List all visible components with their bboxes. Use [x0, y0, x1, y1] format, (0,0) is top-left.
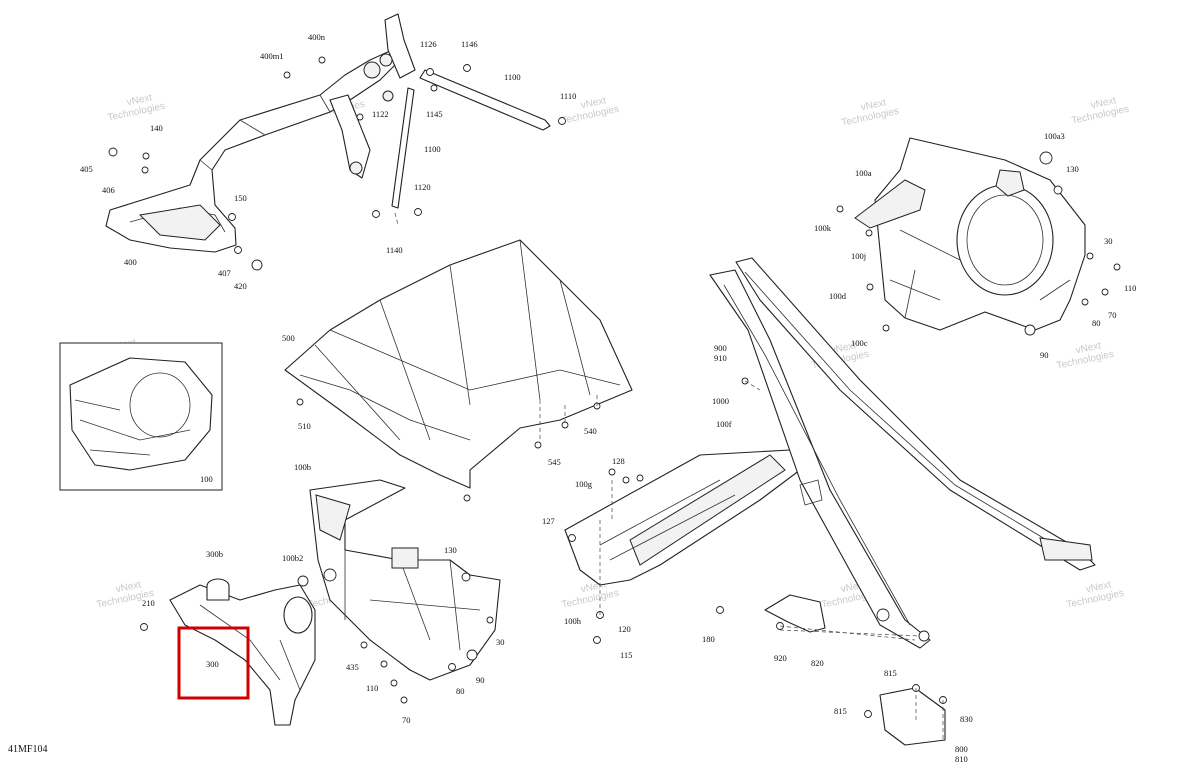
callout-830: 830	[960, 714, 973, 724]
callout-540: 540	[584, 426, 597, 436]
callout-405: 405	[80, 164, 93, 174]
callout-815: 815	[834, 706, 847, 716]
callout-1110: 1110	[560, 91, 576, 101]
callout-500: 500	[282, 333, 295, 343]
callout-180: 180	[702, 634, 715, 644]
watermark-text: vNext	[1075, 340, 1103, 356]
callout-510: 510	[298, 421, 311, 431]
roll-bar-400	[105, 13, 566, 271]
callout-140: 140	[150, 123, 163, 133]
callout-labels: 400n 1126 1146 400m1 1100 1110 140 1122 1145 405 1…	[80, 32, 1136, 764]
callout-80: 80	[1092, 318, 1101, 328]
front-frame-100a	[836, 137, 1121, 336]
callout-100a: 100a	[855, 168, 872, 178]
callout-100d: 100d	[829, 291, 847, 301]
side-rail-900	[709, 257, 1096, 649]
callout-1100: 1100	[504, 72, 521, 82]
callout-30: 30	[496, 637, 505, 647]
callout-800: 800	[955, 744, 968, 754]
callout-900: 900	[714, 343, 727, 353]
watermark-text: vNext	[115, 579, 143, 595]
bracket-100f	[564, 449, 801, 644]
callout-100c: 100c	[851, 338, 868, 348]
callout-407: 407	[218, 268, 231, 278]
callout-70: 70	[402, 715, 411, 725]
diagram-code: 41MF104	[8, 744, 47, 755]
callout-90: 90	[476, 675, 485, 685]
callout-100b: 100b	[294, 462, 311, 472]
watermark-text: vNext	[1090, 95, 1118, 111]
callout-210: 210	[142, 598, 155, 608]
callout-820: 820	[811, 658, 824, 668]
callout-110: 110	[366, 683, 378, 693]
assembly-lines	[394, 212, 944, 740]
callout-910: 910	[714, 353, 727, 363]
callout-130: 130	[1066, 164, 1079, 174]
callout-810: 810	[955, 754, 968, 764]
callout-545: 545	[548, 457, 561, 467]
callout-100a3: 100a3	[1044, 131, 1065, 141]
frame-inset-100	[59, 342, 223, 491]
callout-110: 110	[1124, 283, 1136, 293]
callout-1146: 1146	[461, 39, 478, 49]
callout-420: 420	[234, 281, 247, 291]
callout-400n: 400n	[308, 32, 326, 42]
callout-130: 130	[444, 545, 457, 555]
callout-80: 80	[456, 686, 465, 696]
callout-1122: 1122	[372, 109, 389, 119]
callout-1145: 1145	[426, 109, 443, 119]
callout-920: 920	[774, 653, 787, 663]
brackets-820-800	[764, 594, 947, 746]
callout-115: 115	[620, 650, 632, 660]
skid-plate-500	[284, 239, 633, 502]
callout-70: 70	[1108, 310, 1117, 320]
callout-300b: 300b	[206, 549, 223, 559]
callout-127: 127	[542, 516, 555, 526]
callout-100j: 100j	[851, 251, 866, 261]
callout-1140: 1140	[386, 245, 403, 255]
callout-128: 128	[612, 456, 625, 466]
callout-815: 815	[884, 668, 897, 678]
callout-100f: 100f	[716, 419, 732, 429]
callout-120: 120	[618, 624, 631, 634]
watermark-text: vNext	[1085, 579, 1113, 595]
callout-406: 406	[102, 185, 115, 195]
callout-300: 300	[206, 659, 219, 669]
watermark-text: vNext	[860, 97, 888, 113]
callout-1126: 1126	[420, 39, 437, 49]
highlight-box	[177, 626, 250, 700]
callout-90: 90	[1040, 350, 1049, 360]
callout-150: 150	[234, 193, 247, 203]
callout-400m1: 400m1	[260, 51, 284, 61]
callout-435: 435	[346, 662, 359, 672]
callout-1100: 1100	[424, 144, 441, 154]
chassis-100b	[297, 479, 501, 704]
callout-100k: 100k	[814, 223, 832, 233]
callout-100: 100	[200, 474, 213, 484]
callout-400: 400	[124, 257, 137, 267]
callout-1120: 1120	[414, 182, 431, 192]
callout-100g: 100g	[575, 479, 593, 489]
watermark-text: vNext	[580, 95, 608, 111]
watermark-text: vNext	[126, 92, 154, 108]
callout-1000: 1000	[712, 396, 729, 406]
watermark-text: vNext	[830, 340, 858, 356]
bracket-300	[140, 578, 316, 726]
callout-30: 30	[1104, 236, 1113, 246]
callout-100b2: 100b2	[282, 553, 303, 563]
callout-100h: 100h	[564, 616, 582, 626]
